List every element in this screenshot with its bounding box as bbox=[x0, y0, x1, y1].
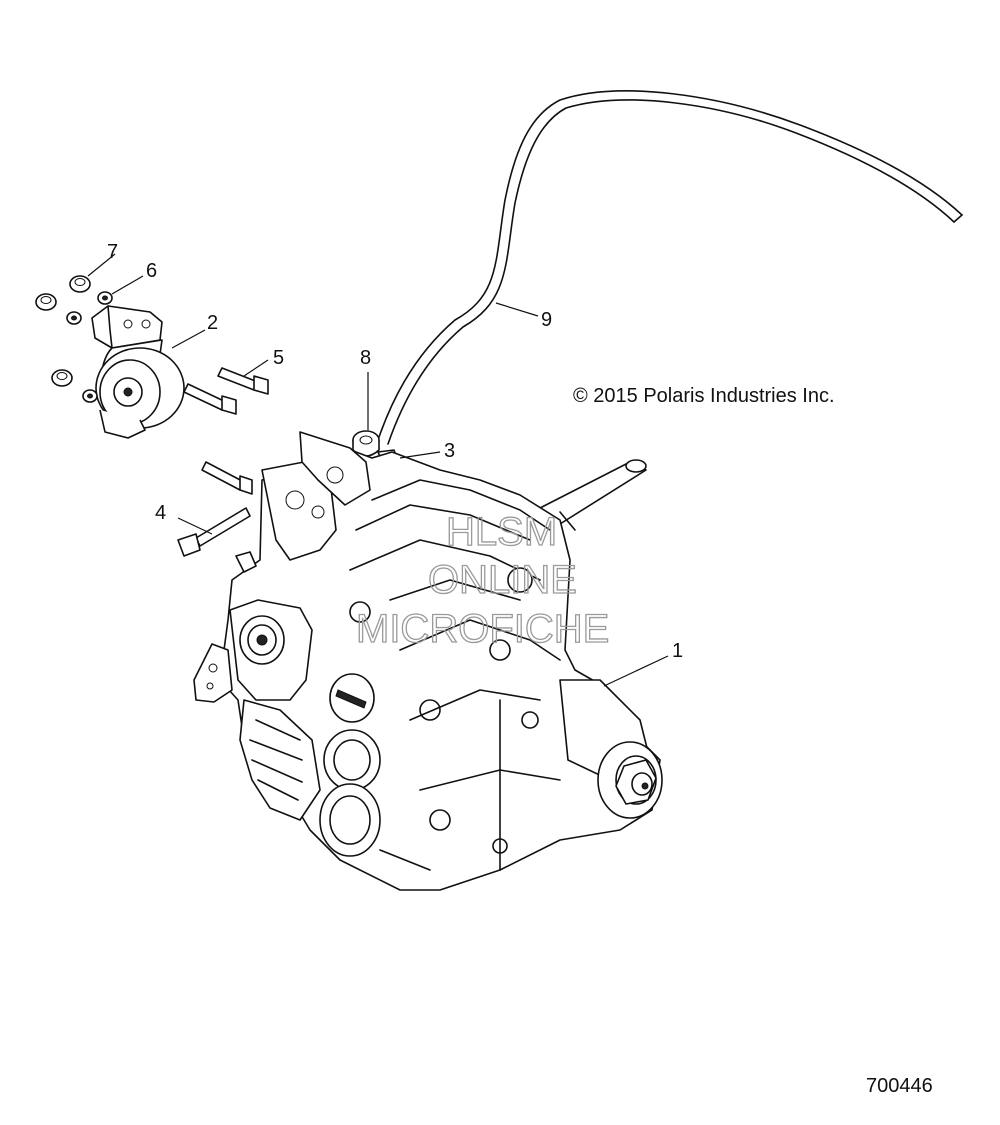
callout-9: 9 bbox=[541, 309, 552, 331]
callout-2: 2 bbox=[207, 312, 218, 334]
copyright-notice: © 2015 Polaris Industries Inc. bbox=[573, 385, 835, 407]
callout-3: 3 bbox=[444, 440, 455, 462]
callout-7: 7 bbox=[107, 241, 118, 263]
engine-mount bbox=[91, 305, 185, 439]
callout-4: 4 bbox=[155, 502, 166, 524]
transmission-assembly bbox=[193, 431, 663, 891]
document-number: 700446 bbox=[866, 1075, 933, 1097]
hose-cap bbox=[352, 430, 380, 457]
watermark-line-3: MICROFICHE bbox=[356, 607, 609, 651]
mount-bolts bbox=[183, 367, 269, 415]
vent-hose bbox=[377, 90, 963, 445]
mount-nuts bbox=[35, 275, 113, 403]
callout-labels: 7 6 2 5 8 3 9 4 1 bbox=[107, 241, 683, 662]
watermark: HLSM ONLINE MICROFICHE bbox=[355, 509, 610, 651]
leader-lines bbox=[87, 253, 669, 687]
transmission-bolts bbox=[177, 461, 253, 557]
callout-6: 6 bbox=[146, 260, 157, 282]
watermark-line-1: HLSM bbox=[446, 510, 557, 554]
callout-8: 8 bbox=[360, 347, 371, 369]
callout-5: 5 bbox=[273, 347, 284, 369]
watermark-line-2: ONLINE bbox=[428, 558, 577, 602]
callout-1: 1 bbox=[672, 640, 683, 662]
